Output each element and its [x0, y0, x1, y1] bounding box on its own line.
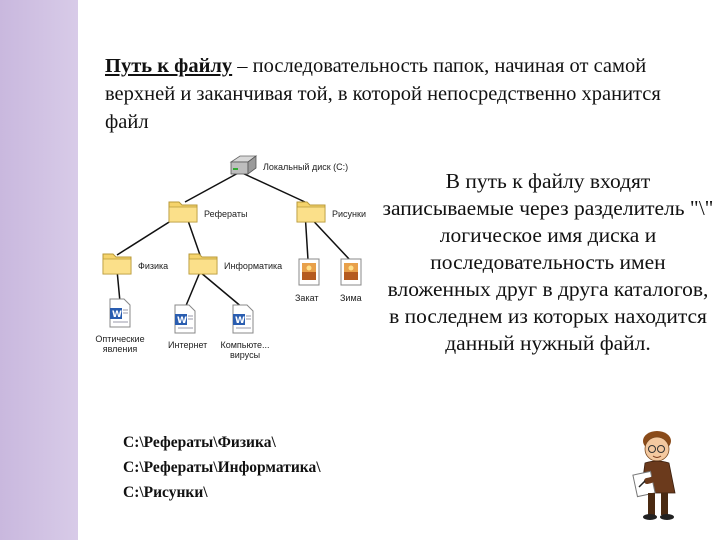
word-document-icon[interactable]: W — [231, 304, 255, 334]
folder-icon[interactable] — [101, 248, 133, 276]
image-file-icon[interactable] — [340, 258, 362, 286]
definition-text: – последовательность папок, начиная от с… — [105, 55, 661, 133]
path-examples: C:\Рефераты\Физика\ C:\Рефераты\Информат… — [123, 430, 321, 505]
file-label-zakat: Закат — [295, 293, 319, 303]
svg-text:W: W — [177, 316, 187, 326]
left-decorative-bar — [0, 0, 78, 540]
file-label-kompyuternye-virusy: Компьюте... вирусы — [216, 340, 274, 360]
file-label-line: вирусы — [229, 350, 261, 360]
file-label-line: явления — [102, 344, 138, 354]
definition-paragraph: Путь к файлу – последовательность папок,… — [105, 52, 705, 136]
svg-text:W: W — [235, 316, 245, 326]
folder-icon[interactable] — [295, 196, 327, 224]
folder-icon[interactable] — [167, 196, 199, 224]
folder-label-referaty: Рефераты — [204, 209, 248, 219]
file-label-line: Компьюте... — [220, 340, 270, 350]
path-example: C:\Рефераты\Информатика\ — [123, 459, 321, 476]
folder-label-risunki: Рисунки — [332, 209, 366, 219]
path-example: C:\Рисунки\ — [123, 484, 208, 501]
path-example: C:\Рефераты\Физика\ — [123, 434, 276, 451]
file-label-zima: Зима — [340, 293, 362, 303]
folder-label-informatika: Информатика — [224, 261, 283, 271]
root-label: Локальный диск (C:) — [263, 162, 349, 172]
file-label-opticheskie: Оптические явления — [92, 334, 148, 354]
file-label-line: Оптические — [95, 334, 145, 344]
explanation-text: В путь к файлу входят записываемые через… — [382, 169, 714, 355]
word-document-icon[interactable]: W — [173, 304, 197, 334]
folder-label-fizika: Физика — [138, 261, 169, 271]
svg-text:W: W — [112, 310, 122, 320]
hard-drive-icon[interactable] — [228, 154, 258, 178]
folder-icon[interactable] — [187, 248, 219, 276]
folder-tree-diagram: Локальный диск (C:) Рефераты Рисунки Физ… — [90, 150, 390, 380]
file-label-internet: Интернет — [168, 340, 208, 350]
word-document-icon[interactable]: W — [108, 298, 132, 328]
image-file-icon[interactable] — [298, 258, 320, 286]
definition-term: Путь к файлу — [105, 55, 233, 77]
cartoon-writer-illustration — [615, 425, 695, 525]
